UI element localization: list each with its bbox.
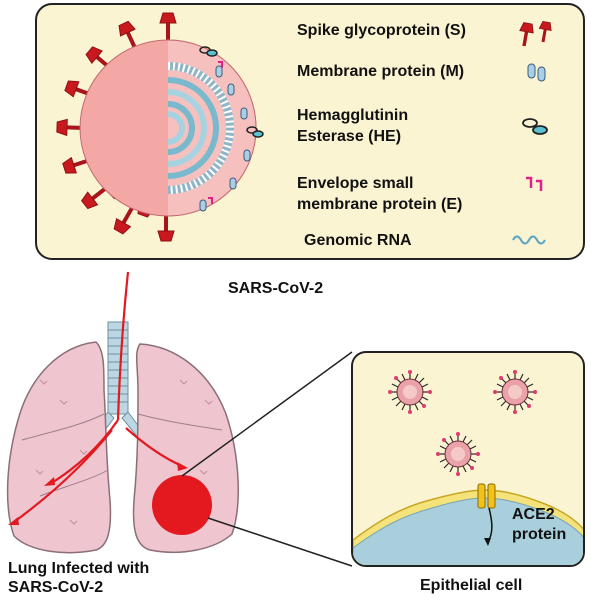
virus-panel <box>35 3 585 260</box>
virion-2 <box>493 370 537 414</box>
legend-membrane-label: Membrane protein (M) <box>297 63 465 80</box>
zoom-line-bottom <box>207 517 353 567</box>
lung-caption-line1: Lung Infected with <box>8 560 150 577</box>
zoom-line-top <box>181 351 353 477</box>
membrane-protein-icon <box>527 63 546 82</box>
lung-illustration <box>6 271 353 567</box>
hemagglutinin-esterase-icon <box>522 118 548 135</box>
legend-he-label-line2: Esterase (HE) <box>297 128 402 145</box>
legend-rna-label: Genomic RNA <box>304 232 412 249</box>
virion-1 <box>388 370 432 414</box>
rna-wave-icon <box>512 235 546 245</box>
legend-envelope-label-line2: membrane protein (E) <box>297 196 463 213</box>
infection-focus <box>152 475 212 535</box>
legend-he-label-line1: Hemagglutinin <box>297 107 409 124</box>
cell-caption: Epithelial cell <box>420 577 523 594</box>
ace2-receptor-icon <box>477 483 496 509</box>
ace2-label-line1: ACE2 <box>512 506 555 523</box>
lung-caption-line2: SARS-CoV-2 <box>8 579 104 596</box>
left-lung <box>6 341 112 554</box>
cell-panel <box>351 351 585 567</box>
legend-spike-label: Spike glycoprotein (S) <box>297 22 466 39</box>
arrow-heads <box>8 462 188 525</box>
virion-3 <box>436 432 480 476</box>
ace2-label-line2: protein <box>512 526 567 543</box>
infection-arrows <box>13 271 183 523</box>
envelope-protein-icon <box>526 176 543 191</box>
legend-envelope-label-line1: Envelope small <box>297 175 414 192</box>
virus-surface-proteins <box>199 46 264 212</box>
virus-caption: SARS-CoV-2 <box>228 280 324 297</box>
